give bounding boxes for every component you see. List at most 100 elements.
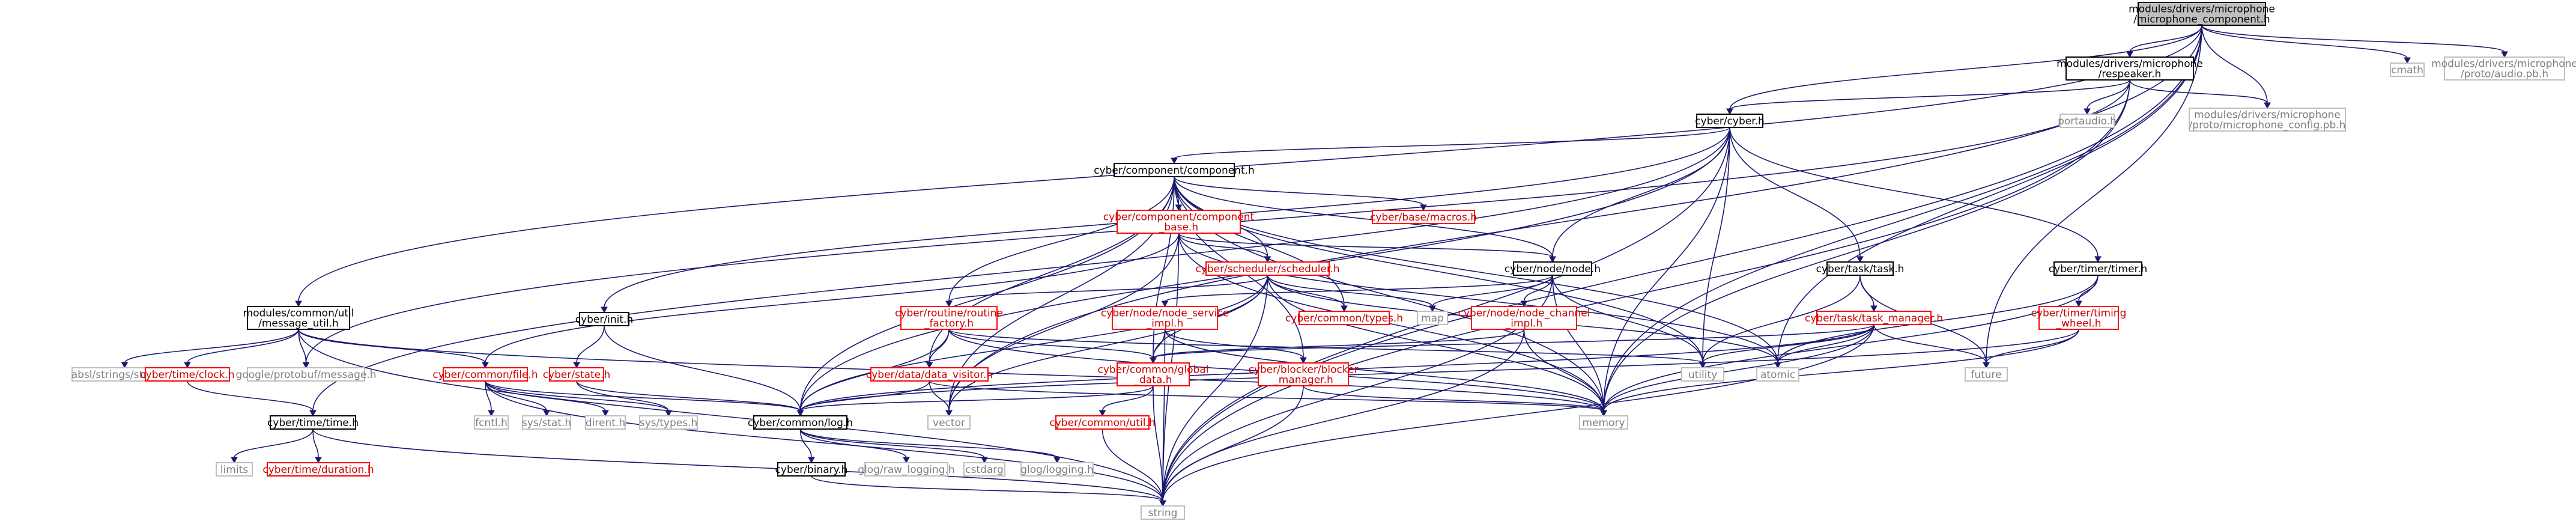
node-node[interactable]: cyber/node/node.h [1505,261,1601,276]
node-label: /microphone_component.h [2133,14,2270,26]
edge-root-to-cyber_h [1729,25,2202,110]
arrowhead-cyber_h-to-init [601,306,608,314]
node-data_visitor[interactable]: cyber/data/data_visitor.h [866,367,993,382]
edge-blocker-to-string [1162,385,1304,502]
edge-data_visitor-to-vector [929,380,950,412]
node-label: _manager.h [1273,374,1333,386]
node-box [2444,56,2565,81]
node-timing_wheel[interactable]: cyber/timer/timing_wheel.h [2031,306,2127,330]
node-global_data[interactable]: cyber/common/global_data.h [1098,362,1209,386]
node-label: /proto/microphone_config.pb.h [2189,120,2346,132]
edge-node-to-node_service [1164,275,1553,302]
edge-comp_base-to-memory [1178,233,1604,412]
edge-node-to-node_channel [1523,275,1553,302]
node-respeaker[interactable]: modules/drivers/microphone/respeaker.h [2056,56,2203,81]
edge-file-to-log [485,380,801,412]
node-box [963,462,1005,477]
node-box [1205,261,1330,276]
node-systypes: sys/types.h [639,415,698,430]
edge-task-to-task_manager [1859,275,1874,307]
arrowhead-root-to-msg_util [295,300,302,308]
node-state[interactable]: cyber/state.h [543,367,611,382]
node-msg_util[interactable]: modules/common/util/message_util.h [243,306,354,330]
node-label: cyber/routine/routine [895,308,1003,320]
edge-log-to-cstdarg [799,428,985,458]
node-comp_base[interactable]: cyber/component/component_base.h [1103,210,1255,234]
node-label: sys/types.h [640,417,698,429]
arrowhead-msg_util-to-str_cat [121,362,129,369]
node-time_h[interactable]: cyber/time/time.h [267,415,359,430]
node-clock[interactable]: cyber/time/clock.h [140,367,235,382]
node-macros[interactable]: cyber/base/macros.h [1370,210,1477,224]
node-node_service[interactable]: cyber/node/node_service_impl.h [1101,306,1229,330]
arrowhead-common_util-to-string [1159,500,1166,507]
edge-comp_base-to-atomic [1178,233,1778,364]
edge-root-to-atomic [1777,25,2202,364]
edge-root-to-audio_pb [2201,25,2505,53]
node-box [753,415,847,430]
edge-task_manager-to-future [1873,324,1987,364]
node-box [1681,367,1724,382]
edge-cyber_h-to-timer [1729,127,2099,258]
arrowhead-log-to-logging [1053,457,1061,464]
node-log[interactable]: cyber/common/log.h [748,415,853,430]
node-box [1114,163,1235,177]
edge-msg_util-to-clock [187,329,299,364]
node-box [1141,505,1185,520]
node-label: glog/raw_logging.h [858,464,954,476]
node-init[interactable]: cyber/init.h [575,312,633,326]
edge-timer-to-memory [1603,275,2099,412]
node-component[interactable]: cyber/component/component.h [1094,163,1255,177]
node-box [1258,362,1349,386]
edge-comp_base-to-scheduler [1178,233,1268,258]
node-file[interactable]: cyber/common/file.h [432,367,538,382]
arrowhead-timer-to-timing_wheel [2075,300,2082,308]
node-label: future [1971,369,2001,381]
node-box [1417,311,1448,325]
node-binary[interactable]: cyber/binary.h [775,462,848,477]
arrowhead-cyber_h-to-timer [2094,256,2102,263]
node-cyber_h[interactable]: cyber/cyber.h [1695,114,1765,128]
node-box [1299,311,1390,325]
edge-root-to-vector [948,25,2202,412]
node-label: cyber/task/task.h [1816,263,1905,275]
node-timer[interactable]: cyber/timer/timer.h [2049,261,2148,276]
node-box [864,462,948,477]
node-label: cstdarg [965,464,1004,476]
node-blocker[interactable]: cyber/blocker/blocker_manager.h [1249,362,1359,386]
edge-binary-to-string [811,475,1163,502]
node-label: cyber/timer/timer.h [2049,263,2148,275]
node-duration[interactable]: cyber/time/duration.h [262,462,374,477]
node-box [579,312,629,326]
edge-state-to-systypes [576,380,669,412]
node-label: glog/logging.h [1020,464,1094,476]
node-box [1756,367,1799,382]
edge-root-to-memory [1603,25,2202,412]
edge-root-to-future [1986,25,2202,364]
arrowhead-msg_util-to-clock [184,362,191,369]
node-types[interactable]: cyber/common/types.h [1285,311,1403,325]
node-label: map [1421,312,1444,324]
node-box [2038,306,2119,330]
edge-task_manager-to-atomic [1777,324,1874,364]
node-node_channel[interactable]: cyber/node/node_channel_impl.h [1458,306,1590,330]
node-common_util[interactable]: cyber/common/util.h [1049,415,1156,430]
arrowhead-component-to-macros [1420,204,1427,212]
node-label: cyber/common/types.h [1285,312,1403,324]
arrowhead-log-to-binary [808,457,815,464]
node-cmath: cmath [2390,62,2425,77]
node-label: cyber/binary.h [775,464,848,476]
node-box [1055,415,1150,430]
node-map: map [1417,311,1448,325]
node-task[interactable]: cyber/task/task.h [1816,261,1905,276]
node-mic_conf: modules/drivers/microphone/proto/microph… [2189,108,2346,132]
edge-node_channel-to-memory [1523,329,1604,412]
arrowhead-clock-to-time_h [309,410,317,417]
node-label: google/protobuf/message.h [235,369,376,381]
node-label: cyber/blocker/blocker [1249,364,1359,376]
node-scheduler[interactable]: cyber/scheduler/scheduler.h [1195,261,1340,276]
node-task_manager[interactable]: cyber/task/task_manager.h [1805,311,1943,325]
arrowhead-comp_base-to-scheduler [1264,256,1271,263]
node-root[interactable]: modules/drivers/microphone/microphone_co… [2129,2,2275,26]
node-routine_factory[interactable]: cyber/routine/routine_factory.h [895,306,1003,330]
